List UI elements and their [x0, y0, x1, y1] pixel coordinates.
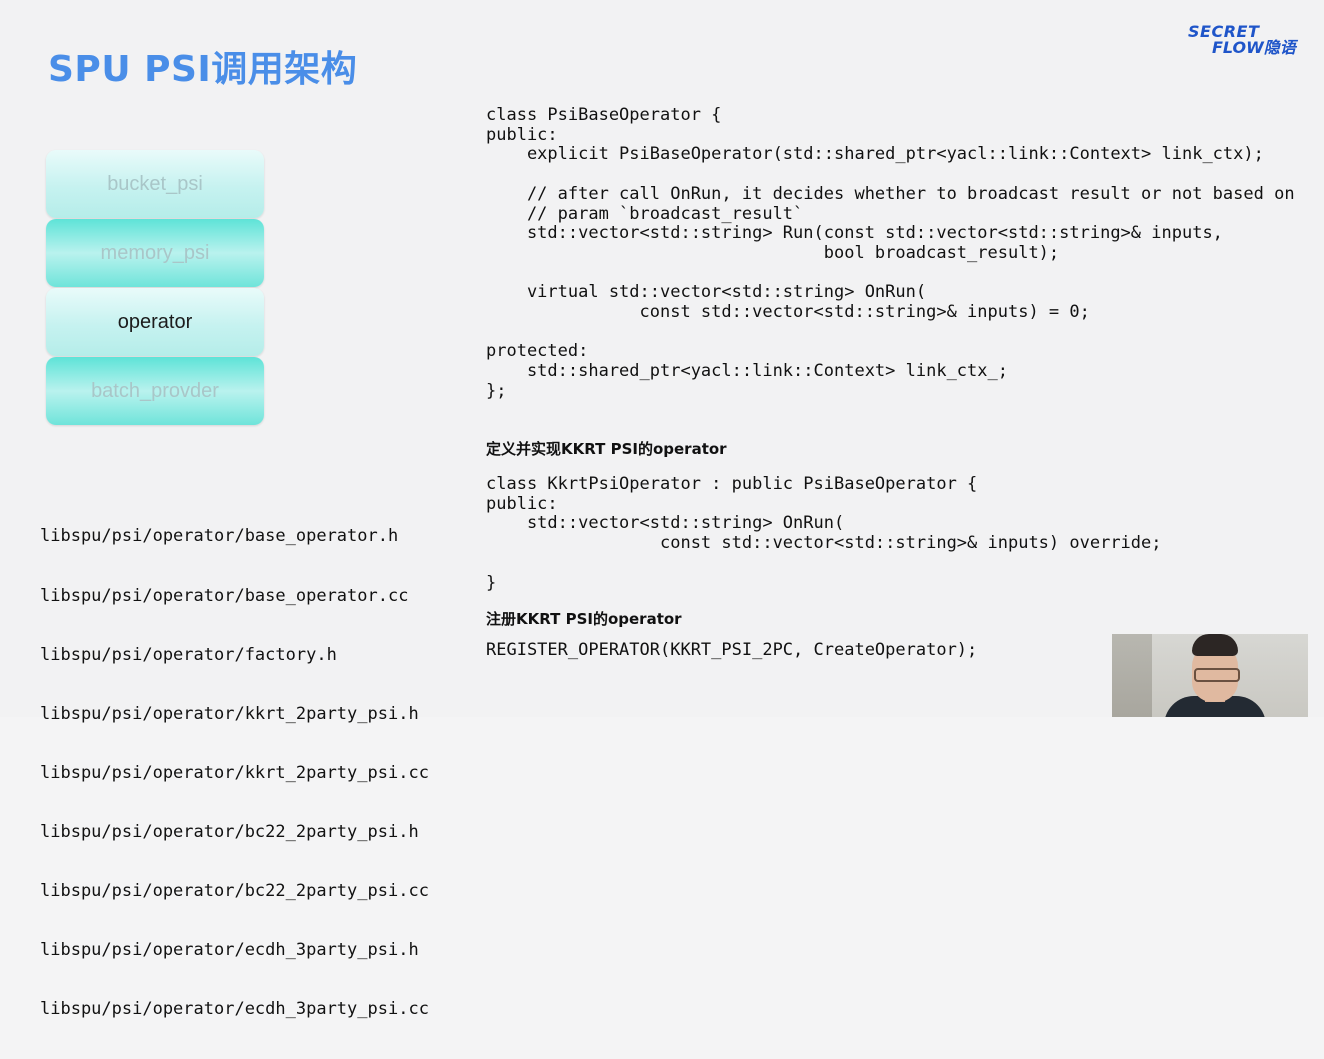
file-path: libspu/psi/operator/ecdh_3party_psi.cc [40, 999, 429, 1020]
architecture-stack: bucket_psi memory_psi operator batch_pro… [46, 150, 264, 426]
file-path: libspu/psi/operator/bc22_2party_psi.cc [40, 881, 429, 902]
code-kkrt-operator: class KkrtPsiOperator : public PsiBaseOp… [486, 474, 1162, 593]
code-base-operator: class PsiBaseOperator { public: explicit… [486, 105, 1295, 401]
secretflow-logo: SECRET FLOW隐语 [1188, 24, 1300, 60]
layer-memory-psi: memory_psi [46, 219, 264, 287]
presenter-glasses [1194, 668, 1240, 682]
file-path: libspu/psi/operator/kkrt_2party_psi.h [40, 703, 419, 724]
file-list: libspu/psi/operator/base_operator.h libs… [40, 488, 429, 1059]
slide-title: SPU PSI调用架构 [48, 49, 358, 90]
slide: SPU PSI调用架构 SECRET FLOW隐语 bucket_psi mem… [40, 23, 1308, 1019]
video-background [1112, 634, 1152, 717]
file-path: libspu/psi/operator/base_operator.cc [40, 585, 409, 606]
layer-batch-provder: batch_provder [46, 357, 264, 425]
presenter-body [1164, 696, 1266, 717]
heading-define-kkrt: 定义并实现KKRT PSI的operator [486, 440, 727, 458]
file-path: libspu/psi/operator/bc22_2party_psi.h [40, 821, 419, 842]
presenter-video [1112, 634, 1308, 717]
code-register-operator: REGISTER_OPERATOR(KKRT_PSI_2PC, CreateOp… [486, 640, 978, 660]
logo-line-1: SECRET [1188, 22, 1260, 41]
layer-bucket-psi: bucket_psi [46, 150, 264, 218]
file-path: libspu/psi/operator/ecdh_3party_psi.h [40, 940, 419, 961]
heading-register-kkrt: 注册KKRT PSI的operator [486, 610, 682, 628]
file-path: libspu/psi/operator/base_operator.h [40, 526, 399, 547]
layer-operator: operator [46, 288, 264, 356]
file-path: libspu/psi/operator/factory.h [40, 644, 337, 665]
logo-line-2: FLOW隐语 [1212, 38, 1296, 57]
file-path: libspu/psi/operator/kkrt_2party_psi.cc [40, 762, 429, 783]
presenter-hair [1192, 634, 1238, 656]
